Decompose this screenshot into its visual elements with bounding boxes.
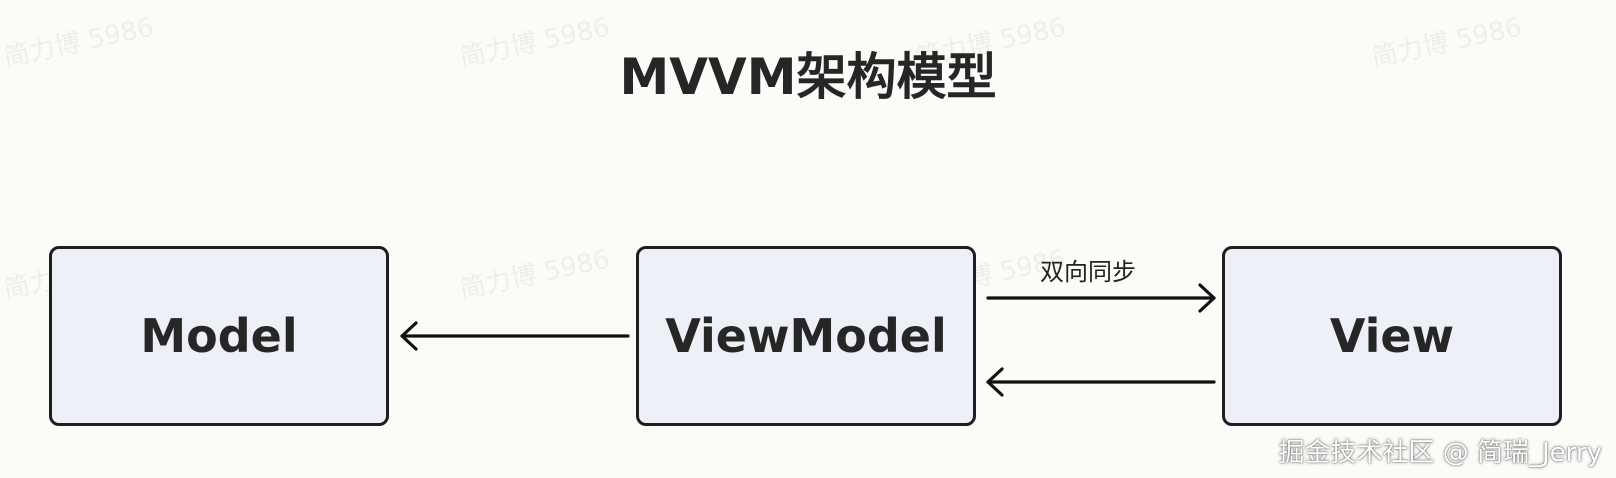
view-node: View [1222,246,1562,426]
model-node-label: Model [140,309,298,363]
two-way-sync-label: 双向同步 [1040,258,1136,286]
credit-watermark: 掘金技术社区 @ 简瑞_Jerry [1278,438,1602,468]
arrow-view-to-viewmodel [986,367,1216,397]
arrow-viewmodel-to-view [986,283,1216,313]
arrow-viewmodel-to-model [400,321,630,351]
model-node: Model [49,246,389,426]
diagram-title: MVVM架构模型 [619,48,997,106]
viewmodel-node-label: ViewModel [665,309,947,363]
viewmodel-node: ViewModel [636,246,976,426]
view-node-label: View [1329,309,1455,363]
